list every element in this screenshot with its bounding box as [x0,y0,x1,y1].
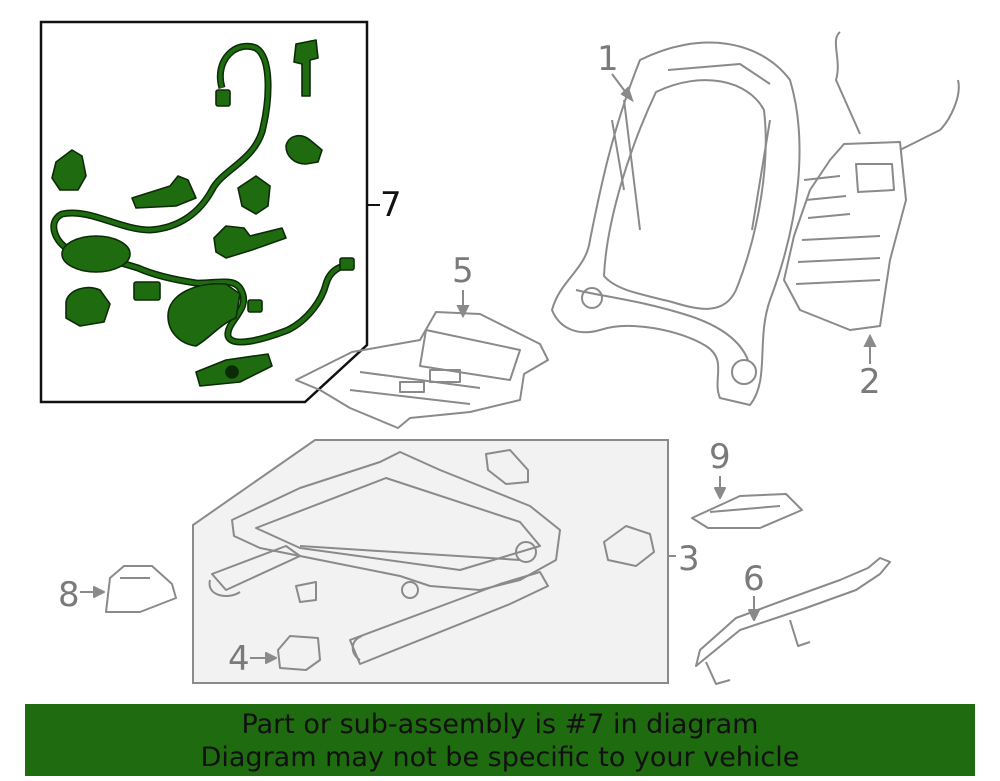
callout-3: 3 [678,539,700,579]
callout-4: 4 [228,639,250,679]
callout-8: 8 [58,575,80,615]
part-1-seatback-frame [551,41,801,406]
part-6-bracket [695,557,891,685]
part-3-box [192,439,676,684]
parts-diagram: 1 2 3 4 5 6 7 8 9 [39,20,960,685]
part-3-seat-track [208,449,655,665]
callout-9: 9 [709,437,731,477]
part-9-trim [691,476,803,529]
part-4-bracket [250,635,321,671]
notice-banner: Part or sub-assembly is #7 in diagram Di… [25,704,975,776]
callout-1: 1 [597,39,619,79]
callout-5: 5 [452,251,474,291]
part-7-wiring-harness [50,39,355,387]
callout-6: 6 [743,559,765,599]
notice-line-1: Part or sub-assembly is #7 in diagram [241,709,759,740]
callout-2: 2 [859,362,881,402]
part-8-cover [80,565,177,613]
notice-line-2: Diagram may not be specific to your vehi… [200,742,800,773]
part-5-seat-pan [295,311,549,429]
part-7-box [39,20,380,404]
leader-lines [456,73,877,364]
callout-7: 7 [380,185,402,225]
part-2-lumbar-support [783,31,960,331]
